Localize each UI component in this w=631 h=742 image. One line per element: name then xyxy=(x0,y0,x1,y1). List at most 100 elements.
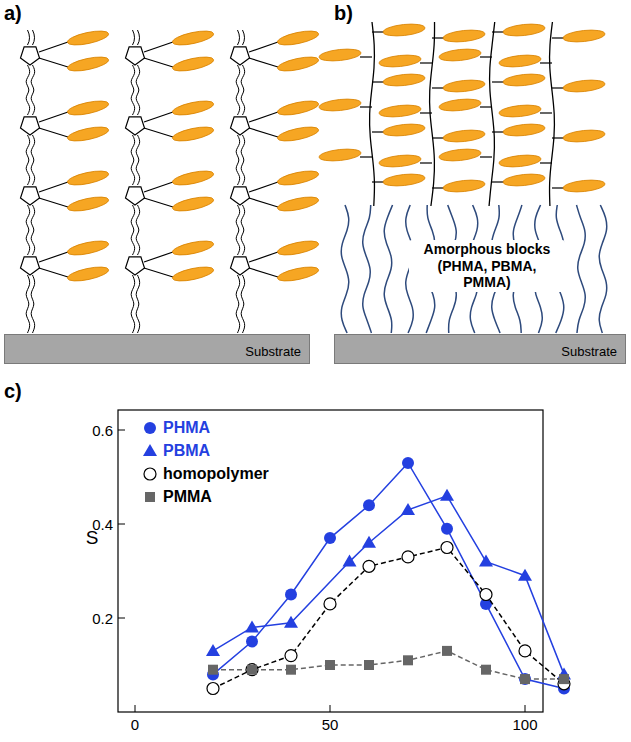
mesogen xyxy=(439,97,482,112)
panel-label: b) xyxy=(334,2,353,25)
mesogen xyxy=(171,238,214,257)
backbone-ring xyxy=(20,257,39,275)
mesogen xyxy=(66,238,109,257)
mesogen xyxy=(383,72,426,87)
mesogen xyxy=(66,28,109,47)
amorphous-chain xyxy=(577,205,586,333)
mesogen xyxy=(379,53,422,68)
mesogen xyxy=(276,98,319,117)
panel-label: c) xyxy=(4,380,22,403)
mesogen xyxy=(171,54,214,73)
chart xyxy=(118,410,571,712)
mesogen xyxy=(276,124,319,143)
mesogen xyxy=(171,28,214,47)
legend-markers xyxy=(143,422,157,502)
block-label: Amorphous blocks (PHMA, PBMA, PMMA) xyxy=(409,240,565,292)
mesogen xyxy=(276,28,319,47)
backbone-ring xyxy=(230,257,249,275)
lc-backbone xyxy=(550,22,555,206)
tick-label: 0.2 xyxy=(92,610,113,627)
backbone-ring xyxy=(230,187,249,205)
backbone-ring xyxy=(20,117,39,135)
lc-backbone xyxy=(489,22,495,206)
mesogen xyxy=(503,72,546,87)
panel-a-illustration xyxy=(20,28,319,333)
mesogen xyxy=(319,97,362,112)
backbone-ring xyxy=(230,47,249,65)
lc-backbone xyxy=(370,22,375,206)
tick-label: 0.6 xyxy=(92,422,113,439)
mesogen xyxy=(443,28,486,43)
mesogen xyxy=(503,122,546,137)
backbone-ring xyxy=(125,257,144,275)
mesogen xyxy=(439,47,482,62)
mesogen xyxy=(276,54,319,73)
backbone-ring xyxy=(125,187,144,205)
mesogen xyxy=(383,122,426,137)
mesogen xyxy=(443,178,486,193)
mesogen xyxy=(66,124,109,143)
mesogen xyxy=(171,264,214,283)
mesogen xyxy=(383,172,426,187)
backbone-ring xyxy=(20,47,39,65)
mesogen xyxy=(499,103,542,118)
mesogen xyxy=(503,22,546,37)
tick-label: 50 xyxy=(322,716,339,733)
backbone-ring xyxy=(125,117,144,135)
mesogen xyxy=(503,172,546,187)
mesogen xyxy=(276,264,319,283)
mesogen xyxy=(319,147,362,162)
mesogen xyxy=(499,53,542,68)
mesogen xyxy=(379,153,422,168)
mesogen xyxy=(276,194,319,213)
mesogen xyxy=(379,103,422,118)
mesogen xyxy=(499,153,542,168)
panel-b-illustration xyxy=(319,22,607,333)
mesogen xyxy=(563,28,606,43)
mesogen xyxy=(563,78,606,93)
tick-label: 100 xyxy=(512,716,537,733)
legend-text: PBMA xyxy=(163,442,210,460)
mesogen xyxy=(443,78,486,93)
data-series xyxy=(207,542,570,695)
substrate-bar: Substrate xyxy=(334,334,626,364)
amorphous-chain xyxy=(384,205,392,333)
mesogen xyxy=(171,168,214,187)
mesogen xyxy=(66,194,109,213)
lc-backbone xyxy=(430,22,435,206)
mesogen xyxy=(171,194,214,213)
data-series xyxy=(208,646,569,684)
substrate-bar: Substrate xyxy=(4,334,310,364)
mesogen xyxy=(276,238,319,257)
mesogen xyxy=(171,98,214,117)
mesogen xyxy=(66,98,109,117)
data-series xyxy=(207,457,570,695)
legend-text: homopolymer xyxy=(163,465,269,483)
mesogen xyxy=(563,178,606,193)
backbone-ring xyxy=(125,47,144,65)
tick-label: 0.4 xyxy=(92,516,113,533)
legend-text: PMMA xyxy=(163,488,212,506)
legend-text: PHMA xyxy=(163,419,210,437)
data-series xyxy=(206,489,571,680)
substrate-label: Substrate xyxy=(245,344,301,359)
mesogen xyxy=(319,47,362,62)
tick-label: 0 xyxy=(131,716,139,733)
amorphous-chain xyxy=(599,205,607,333)
mesogen xyxy=(66,264,109,283)
mesogen xyxy=(66,54,109,73)
mesogen xyxy=(171,124,214,143)
mesogen xyxy=(66,168,109,187)
amorphous-chain xyxy=(363,205,372,333)
mesogen xyxy=(563,128,606,143)
substrate-label: Substrate xyxy=(561,344,617,359)
backbone-ring xyxy=(230,117,249,135)
panel-label: a) xyxy=(4,2,22,25)
mesogen xyxy=(443,128,486,143)
amorphous-chain xyxy=(341,205,349,333)
mesogen xyxy=(439,147,482,162)
plot-frame xyxy=(118,410,543,712)
